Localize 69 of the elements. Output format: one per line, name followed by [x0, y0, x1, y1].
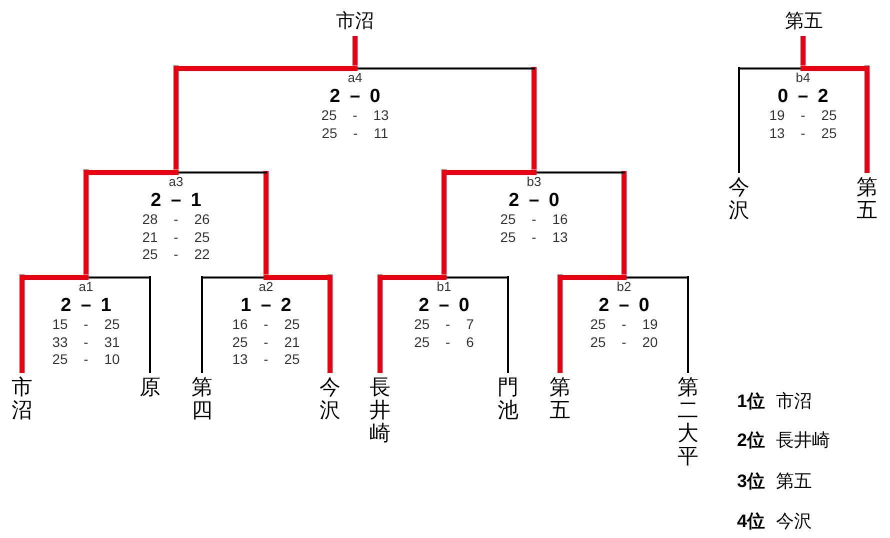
bracket-line [201, 276, 203, 373]
team-name: 第四 [191, 376, 213, 422]
team-name: 今沢 [728, 176, 750, 222]
ranking-entry: 2位 長井崎 [737, 429, 830, 452]
point-score: 28 - 26 [142, 211, 210, 228]
point-score: 13 - 25 [232, 351, 300, 368]
point-score: 19 - 25 [769, 107, 837, 124]
team-name: 第五 [856, 176, 878, 222]
team-name: 市沼 [336, 10, 374, 33]
point-score: 25 - 10 [52, 351, 120, 368]
set-score: 2 － 1 [60, 296, 112, 316]
bracket-line [442, 170, 446, 274]
point-score: 33 - 31 [52, 334, 120, 351]
bracket-line [149, 276, 151, 373]
bracket-line [20, 274, 24, 373]
team-name: 第二大平 [677, 376, 699, 468]
point-score: 25 - 11 [322, 124, 388, 142]
bracket-line [264, 171, 268, 274]
set-score: 0 － 2 [778, 87, 828, 107]
bracket-line [738, 67, 740, 173]
team-name: 第五 [785, 10, 823, 33]
point-score: 25 - 7 [414, 316, 474, 334]
match-label: a4 [348, 71, 362, 85]
bracket-line [84, 170, 88, 274]
team-name: 第五 [549, 376, 571, 422]
bracket-line [558, 274, 562, 373]
point-score: 25 - 20 [590, 334, 658, 351]
match-label: b2 [616, 280, 632, 294]
set-score: 1 － 2 [240, 296, 292, 316]
match-label: a3 [168, 175, 184, 189]
match-label: b3 [526, 175, 542, 189]
set-score: 2 － 0 [418, 296, 470, 316]
bracket-line [864, 66, 870, 173]
match-label: b1 [436, 280, 452, 294]
point-score: 25 - 6 [414, 334, 474, 351]
bracket-line [532, 67, 536, 170]
match-label: a1 [78, 280, 94, 294]
point-score: 13 - 25 [769, 124, 837, 142]
point-score: 25 - 16 [500, 211, 568, 228]
bracket-line [622, 171, 626, 274]
bracket-line [352, 36, 358, 66]
bracket-line [800, 36, 806, 66]
bracket-line [378, 274, 382, 373]
team-name: 今沢 [319, 376, 341, 422]
bracket-line [507, 276, 509, 373]
match-label: a2 [258, 280, 274, 294]
set-score: 2 － 0 [508, 191, 560, 211]
ranking-entry: 3位 第五 [737, 470, 812, 493]
point-score: 25 - 19 [590, 316, 658, 334]
point-score: 25 - 22 [142, 246, 210, 264]
team-name: 門池 [497, 376, 519, 422]
set-score: 2 － 0 [598, 296, 650, 316]
ranking-entry: 1位 市沼 [737, 390, 812, 413]
point-score: 21 - 25 [142, 228, 210, 246]
team-name: 原 [139, 376, 161, 399]
set-score: 2 － 1 [150, 191, 202, 211]
team-name: 長井崎 [369, 376, 391, 445]
set-score: 2 － 0 [330, 87, 380, 107]
bracket-line [687, 276, 689, 373]
match-label: b4 [796, 71, 810, 85]
bracket-line [174, 66, 178, 170]
point-score: 25 - 13 [500, 228, 568, 246]
team-name: 市沼 [11, 376, 33, 422]
point-score: 15 - 25 [52, 316, 120, 334]
point-score: 16 - 25 [232, 316, 300, 334]
bracket-line [328, 274, 332, 373]
point-score: 25 - 13 [321, 107, 389, 124]
point-score: 25 - 21 [232, 334, 300, 351]
ranking-entry: 4位 今沢 [737, 510, 812, 533]
